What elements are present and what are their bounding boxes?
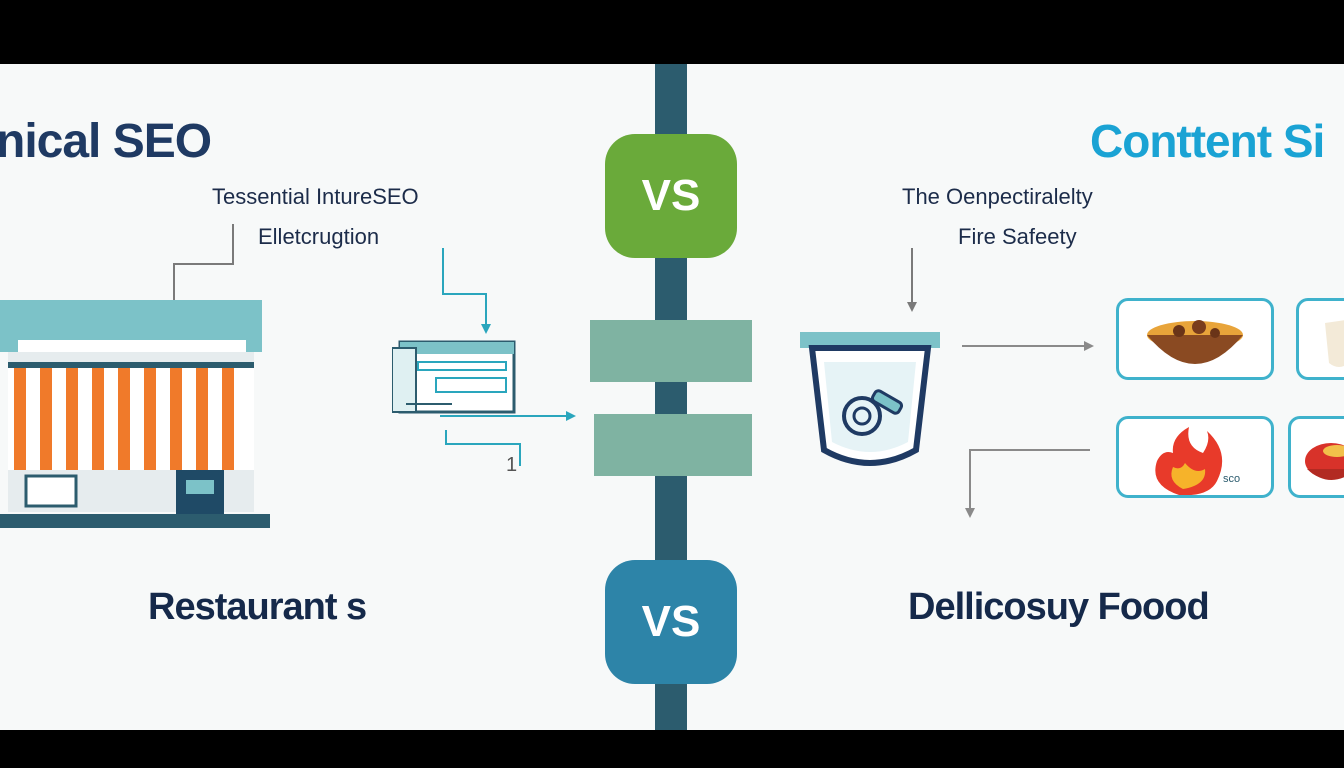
top-letterbox xyxy=(0,0,1344,64)
vs-badge-bottom: VS xyxy=(605,560,737,684)
fire-extinguisher-bucket-icon xyxy=(800,332,940,466)
small-marker: 1 xyxy=(506,454,518,476)
right-label: Dellicosuy Foood xyxy=(908,586,1210,628)
equals-bar-top xyxy=(590,320,752,382)
food-card-bowl xyxy=(1116,298,1274,380)
connector-sub-browser xyxy=(442,248,487,326)
infographic-canvas: nical SEO Conttent Si Tessential IntureS… xyxy=(0,64,1344,730)
card-tag: sco xyxy=(1223,473,1241,485)
food-card-drink xyxy=(1296,298,1344,380)
salad-icon xyxy=(1305,443,1344,480)
website-browser-icon xyxy=(392,340,516,414)
right-subtitle-line1: The Oenpectiralelty xyxy=(902,184,1093,209)
connector-title-store xyxy=(173,224,234,300)
connector-cards-down xyxy=(969,449,1090,510)
storefront-icon xyxy=(0,300,270,528)
bottom-letterbox xyxy=(0,730,1344,768)
equals-bar-bottom xyxy=(594,414,752,476)
vs-badge-top: VS xyxy=(605,134,737,258)
flame-icon xyxy=(1155,427,1223,495)
food-card-salad xyxy=(1288,416,1344,498)
drink-icon xyxy=(1325,320,1344,367)
connector-browser-down xyxy=(445,430,521,466)
bowl-of-food-icon xyxy=(1147,320,1243,364)
left-label: Restaurant s xyxy=(148,586,367,628)
food-card-flame: sco xyxy=(1116,416,1274,498)
left-subtitle-line2: Elletcrugtion xyxy=(258,224,380,249)
left-title: nical SEO xyxy=(0,115,212,168)
right-subtitle-line2: Fire Safeety xyxy=(958,224,1077,249)
left-subtitle-line1: Tessential IntureSEO xyxy=(212,184,419,209)
right-title: Conttent Si xyxy=(1090,115,1325,167)
